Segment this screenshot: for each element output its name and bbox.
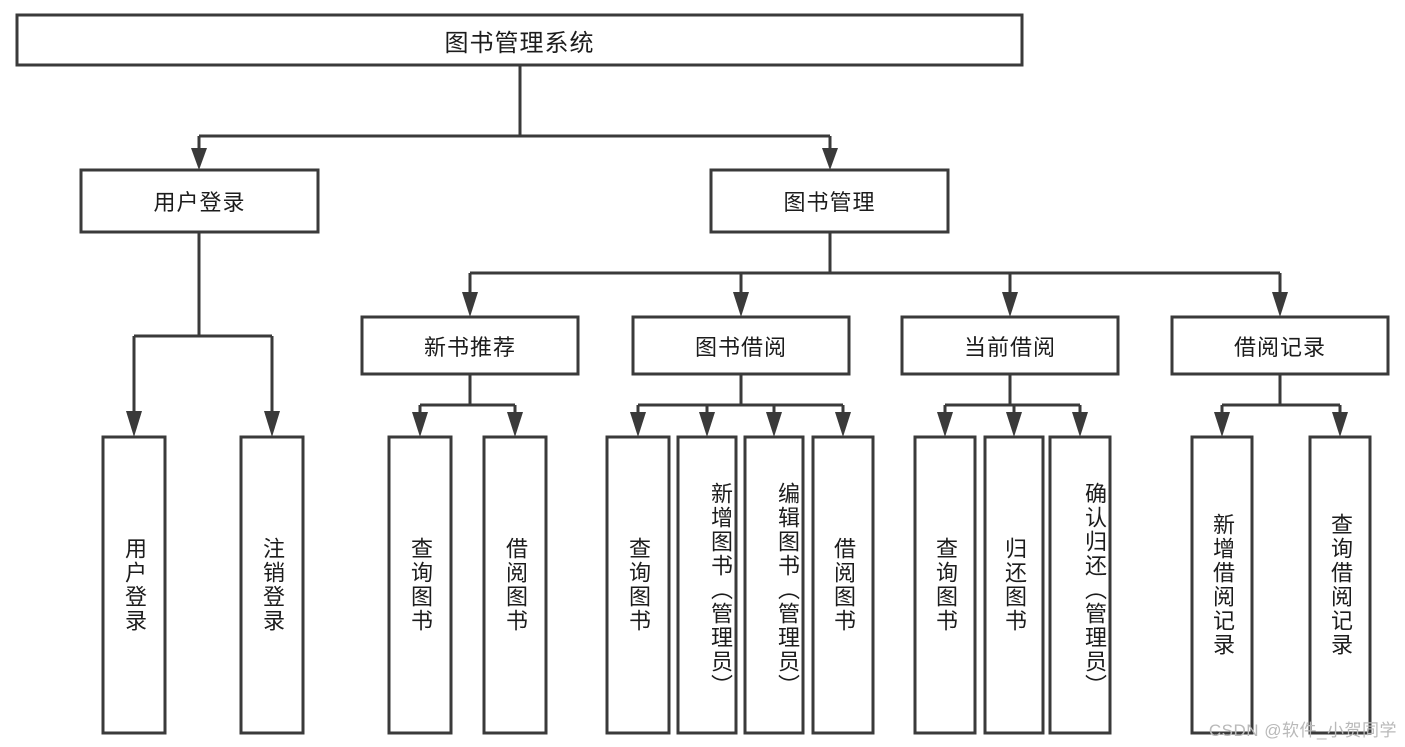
arrow-head-leaf-logout	[264, 411, 280, 437]
arrow-head-new-book-rec	[462, 292, 478, 317]
arrow-head-leaf-return-book	[1006, 412, 1022, 437]
arrow-head-leaf-borrow-book-1	[507, 412, 523, 437]
node-box-leaf-confirm-return[interactable]	[1048, 435, 1112, 735]
node-box-new-book-rec[interactable]	[360, 315, 580, 376]
node-box-leaf-query-book-2[interactable]	[605, 435, 671, 735]
node-box-leaf-borrow-book-1[interactable]	[482, 435, 548, 735]
node-box-book-manage[interactable]	[709, 168, 950, 234]
node-box-root[interactable]	[15, 13, 1024, 67]
arrow-head-leaf-query-record	[1332, 412, 1348, 437]
arrow-head-leaf-confirm-return	[1072, 412, 1088, 437]
node-box-leaf-user-login[interactable]	[101, 435, 167, 735]
arrow-head-book-borrow	[733, 292, 749, 317]
arrow-head-borrow-record	[1272, 292, 1288, 317]
arrow-head-book-manage	[822, 148, 838, 170]
node-box-leaf-logout[interactable]	[239, 435, 305, 735]
node-box-user-login[interactable]	[79, 168, 320, 234]
node-box-leaf-query-book-1[interactable]	[387, 435, 453, 735]
node-box-leaf-query-record[interactable]	[1308, 435, 1372, 735]
node-box-leaf-return-book[interactable]	[983, 435, 1045, 735]
arrow-head-current-borrow	[1002, 292, 1018, 317]
node-box-leaf-add-book[interactable]	[676, 435, 738, 735]
arrow-head-leaf-query-book-1	[412, 412, 428, 437]
node-box-leaf-edit-book[interactable]	[743, 435, 805, 735]
arrow-head-leaf-query-book-3	[937, 412, 953, 437]
node-box-leaf-add-record[interactable]	[1190, 435, 1254, 735]
node-box-book-borrow[interactable]	[631, 315, 851, 376]
node-box-borrow-record[interactable]	[1170, 315, 1390, 376]
arrow-head-user-login	[191, 148, 207, 170]
node-box-leaf-borrow-book-2[interactable]	[811, 435, 875, 735]
node-box-current-borrow[interactable]	[900, 315, 1120, 376]
node-box-leaf-query-book-3[interactable]	[913, 435, 977, 735]
arrow-head-leaf-query-book-2	[630, 412, 646, 437]
arrow-head-leaf-borrow-book-2	[835, 412, 851, 437]
arrow-head-leaf-add-book	[699, 412, 715, 437]
arrow-head-leaf-add-record	[1214, 412, 1230, 437]
arrow-head-leaf-edit-book	[766, 412, 782, 437]
arrow-head-leaf-user-login	[126, 411, 142, 437]
